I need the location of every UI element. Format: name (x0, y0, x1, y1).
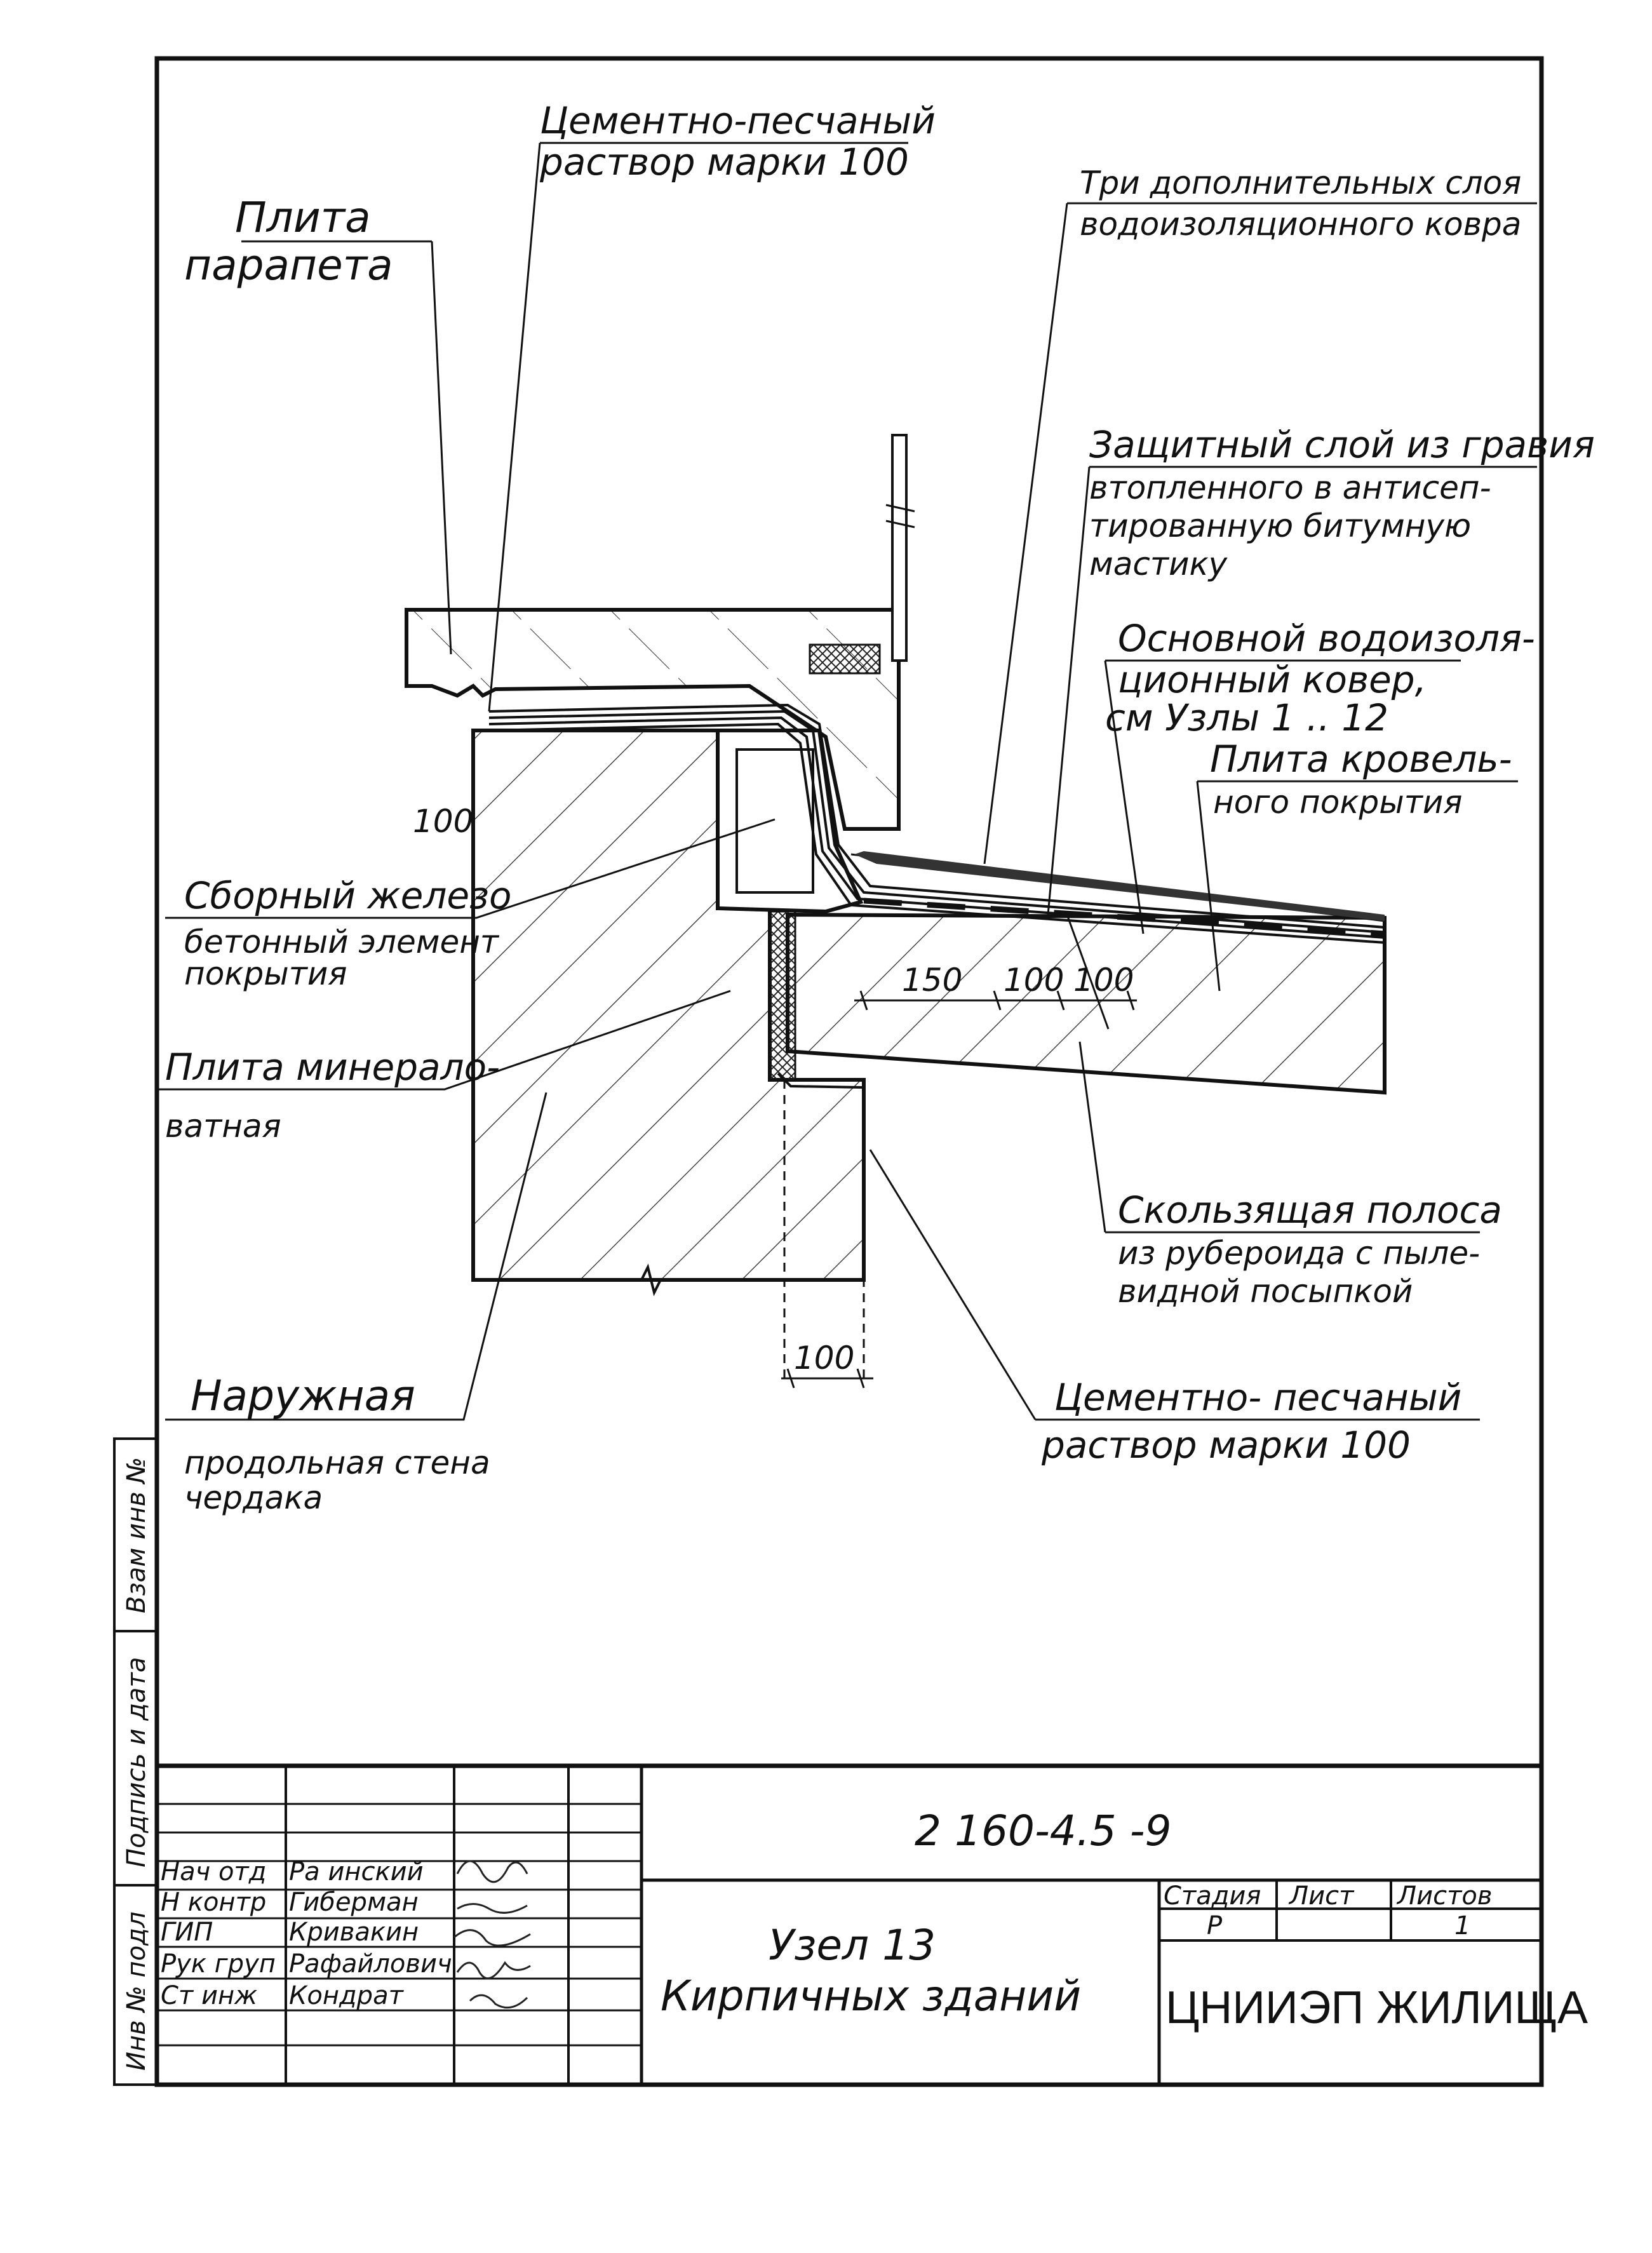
row-name-3: Кривакин (289, 1918, 419, 1947)
row-name-5: Кондрат (289, 1981, 405, 2010)
roof-slab (786, 912, 1387, 1095)
label-protective-2: втопленного в антисеп- (1089, 469, 1491, 506)
signatures (453, 1860, 531, 2009)
row-role-4: Рук груп (161, 1949, 276, 1979)
label-slide-2: из рубероида с пыле- (1118, 1235, 1480, 1272)
title-block (157, 1763, 1541, 2085)
label-mortar-top-2: раствор марки 100 (539, 140, 909, 184)
side-stamp: Взам инв № Подпись и дата Инв № подл (113, 1437, 158, 2086)
label-mortar-bottom-1: Цементно- песчаный (1054, 1376, 1461, 1419)
label-three-layers-2: водоизоляционного ковра (1080, 206, 1521, 243)
stamp-field-signature: Подпись и дата (122, 1657, 151, 1867)
stamp-field-original: Инв № подл (122, 1911, 151, 2071)
col-sheet: Лист (1288, 1881, 1355, 1911)
label-main-carpet-3: см Узлы 1 .. 12 (1105, 696, 1388, 739)
parapet-slab (405, 608, 901, 831)
row-name-2: Гиберман (289, 1888, 419, 1917)
dimension-lines (781, 914, 1137, 1389)
label-roof-slab-2: ного покрытия (1213, 784, 1462, 821)
col-sheets: Листов (1396, 1881, 1492, 1911)
dim-100-left: 100 (413, 803, 473, 840)
title-line-2: Кирпичных зданий (661, 1972, 1081, 2021)
label-parapet-1: Плита (235, 193, 371, 242)
roof-section-drawing: Цементно-песчаный раствор марки 100 Плит… (159, 99, 1595, 1516)
label-main-carpet-1: Основной водоизоля- (1118, 617, 1535, 660)
label-mineral-1: Плита минерало- (165, 1046, 500, 1089)
railing-post (891, 434, 908, 662)
sheets-value: 1 (1454, 1911, 1470, 1940)
label-main-carpet-2: ционный ковер, (1118, 658, 1427, 701)
row-role-3: ГИП (161, 1918, 213, 1947)
label-precast-2: бетонный элемент (184, 924, 500, 960)
sheet-frame (154, 56, 1544, 2087)
dim-150: 150 (902, 962, 962, 999)
title-line-1: Узел 13 (769, 1921, 936, 1970)
label-mortar-bottom-2: раствор марки 100 (1041, 1423, 1411, 1467)
dim-100-bottom: 100 (794, 1340, 854, 1376)
dim-100-a: 100 (1004, 962, 1064, 999)
stage-value: Р (1207, 1911, 1223, 1940)
row-name-1: Ра инский (289, 1857, 424, 1886)
col-stage: Стадия (1164, 1881, 1261, 1911)
label-precast-1: Сборный железо (184, 874, 511, 917)
row-role-5: Ст инж (161, 1981, 257, 2010)
leader-lines (159, 142, 1221, 1421)
label-protective-3: тированную битумную (1089, 508, 1471, 544)
label-roof-slab-1: Плита кровель- (1210, 737, 1512, 781)
row-name-4: Рафайлович (289, 1949, 452, 1979)
label-mortar-top-1: Цементно-песчаный (540, 99, 936, 142)
label-outer-3: чердака (184, 1479, 323, 1516)
row-role-1: Нач отд (161, 1857, 266, 1886)
label-protective-4: мастику (1089, 546, 1228, 582)
label-mineral-2: ватная (165, 1108, 281, 1145)
label-precast-3: покрытия (184, 955, 347, 992)
label-outer-1: Наружная (191, 1371, 415, 1420)
label-three-layers-1: Три дополнительных слоя (1080, 165, 1521, 201)
label-parapet-2: парапета (184, 241, 393, 290)
dim-100-b: 100 (1073, 962, 1134, 999)
label-protective-1: Защитный слой из гравия (1089, 423, 1595, 466)
label-slide-3: видной посыпкой (1118, 1273, 1413, 1310)
row-role-2: Н контр (161, 1888, 266, 1917)
label-slide-1: Скользящая полоса (1118, 1188, 1502, 1232)
label-outer-2: продольная стена (184, 1444, 490, 1481)
stamp-field-replace: Взам инв № (122, 1457, 151, 1613)
organization: ЦНИИЭП ЖИЛИЩА (1165, 1982, 1588, 2033)
doc-code: 2 160-4.5 -9 (915, 1806, 1172, 1855)
